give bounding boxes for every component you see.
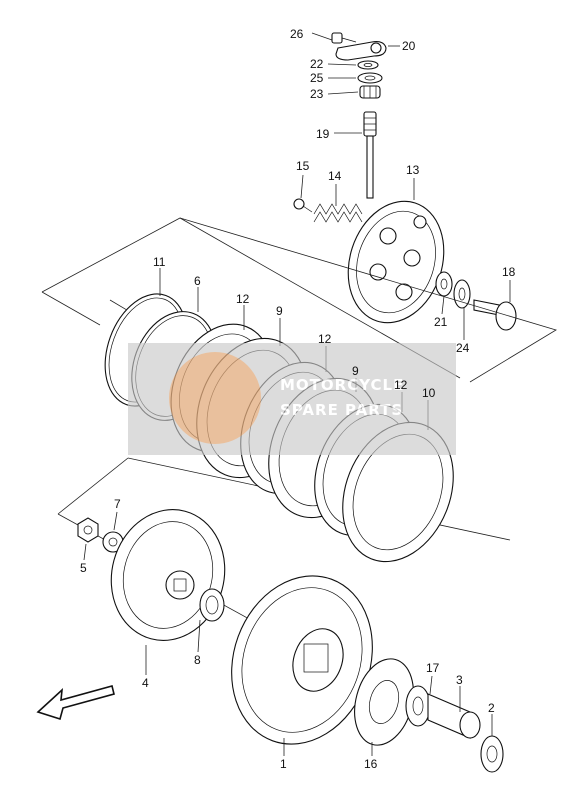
washer-21 <box>435 271 453 315</box>
callout-5: 5 <box>80 561 87 575</box>
callout-12-b: 12 <box>318 332 332 346</box>
bearing-23 <box>327 85 381 99</box>
callout-6: 6 <box>194 274 201 288</box>
callout-20: 20 <box>402 39 416 53</box>
callout-1: 1 <box>280 757 287 771</box>
callout-9-a: 9 <box>276 304 283 318</box>
callout-18: 18 <box>502 265 516 279</box>
sleeve-hub-4 <box>110 509 226 675</box>
spring-14 <box>313 184 363 223</box>
callout-4: 4 <box>142 676 149 690</box>
callout-3: 3 <box>456 673 463 687</box>
oil-seal-25 <box>328 72 383 84</box>
washer-22 <box>327 60 379 70</box>
thrust-bearing-24 <box>453 279 471 340</box>
callout-8: 8 <box>194 653 201 667</box>
callout-7: 7 <box>114 497 121 511</box>
bolt-15 <box>293 174 313 213</box>
callout-labels: 26 20 22 25 23 19 15 14 13 18 21 24 11 6… <box>80 27 516 771</box>
push-piece-18 <box>473 280 517 331</box>
release-shaft-19 <box>334 111 377 199</box>
callout-17: 17 <box>426 661 440 675</box>
callout-21: 21 <box>434 315 448 329</box>
callout-13: 13 <box>406 163 420 177</box>
watermark-line1: MOTORCYCLE <box>280 376 404 394</box>
nut-5 <box>77 517 99 561</box>
callout-23: 23 <box>310 87 324 101</box>
callout-2: 2 <box>488 701 495 715</box>
callout-24: 24 <box>456 341 470 355</box>
primary-driven-gear-1 <box>231 575 373 756</box>
washer-8 <box>197 588 225 653</box>
callout-22: 22 <box>310 57 324 71</box>
release-arm-20 <box>335 41 400 61</box>
watermark-line2: SPARE PARTS <box>280 401 403 419</box>
washer-2 <box>480 714 504 773</box>
release-screw-26 <box>311 32 357 44</box>
callout-15: 15 <box>296 159 310 173</box>
watermark: MOTORCYCLE SPARE PARTS <box>128 343 456 455</box>
spacer-3 <box>427 686 481 739</box>
callout-16: 16 <box>364 757 378 771</box>
callout-25: 25 <box>310 71 324 85</box>
lock-washer-7 <box>102 511 124 553</box>
callout-14: 14 <box>328 169 342 183</box>
pressure-plate-13 <box>347 178 445 324</box>
callout-19: 19 <box>316 127 330 141</box>
callout-10: 10 <box>422 386 436 400</box>
callout-12-c: 12 <box>394 378 408 392</box>
callout-26: 26 <box>290 27 304 41</box>
callout-9-b: 9 <box>352 364 359 378</box>
callout-11: 11 <box>153 255 166 269</box>
front-arrow-icon <box>36 685 115 721</box>
callout-12-a: 12 <box>236 292 250 306</box>
